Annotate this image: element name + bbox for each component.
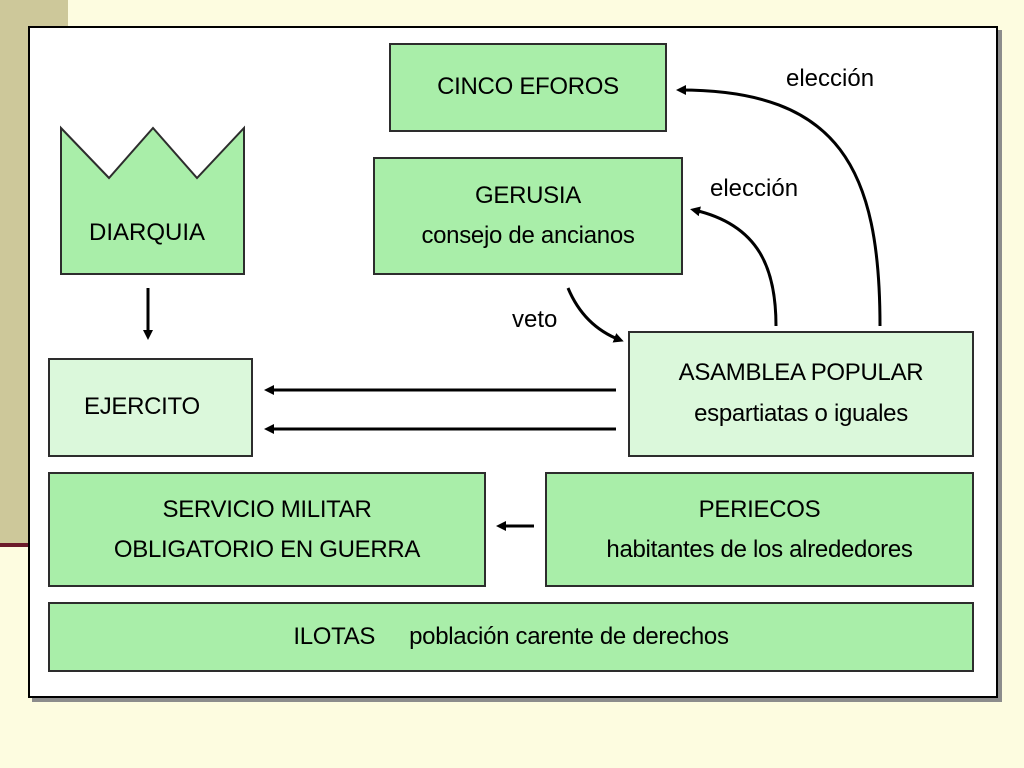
eleccion-label-mid: elección xyxy=(710,175,799,202)
side-accent-line xyxy=(0,543,50,547)
eleccion-label-top: elección xyxy=(786,65,875,92)
veto-label: veto xyxy=(512,306,558,333)
diarquia-label: DIARQUIA xyxy=(89,219,206,246)
box-cinco-eforos: CINCO EFOROS xyxy=(389,43,667,132)
periecos-subtitle: habitantes de los alrededores xyxy=(606,535,913,563)
box-ejercito: EJERCITO xyxy=(48,358,253,457)
asamblea-subtitle: espartiatas o iguales xyxy=(694,400,908,427)
ejercito-label: EJERCITO xyxy=(84,393,200,421)
box-ilotas: ILOTAS población carente de derechos xyxy=(48,602,974,672)
arrow-eleccion-eforos xyxy=(676,85,882,327)
gerusia-title: GERUSIA xyxy=(475,182,581,210)
cinco-eforos-label: CINCO EFOROS xyxy=(437,73,619,101)
arrow-veto xyxy=(566,287,624,343)
box-gerusia: GERUSIA consejo de ancianos xyxy=(373,157,683,275)
ilotas-description: población carente de derechos xyxy=(409,622,729,650)
servicio-line1: SERVICIO MILITAR xyxy=(162,495,372,523)
ilotas-name: ILOTAS xyxy=(293,622,376,650)
arrow-eleccion-gerusia xyxy=(690,206,778,327)
periecos-title: PERIECOS xyxy=(698,495,821,523)
box-periecos: PERIECOS habitantes de los alrededores xyxy=(545,472,974,587)
gerusia-subtitle: consejo de ancianos xyxy=(421,222,635,249)
asamblea-title: ASAMBLEA POPULAR xyxy=(678,359,924,387)
box-servicio-militar: SERVICIO MILITAR OBLIGATORIO EN GUERRA xyxy=(48,472,486,587)
servicio-line2: OBLIGATORIO EN GUERRA xyxy=(113,535,421,563)
box-asamblea-popular: ASAMBLEA POPULAR espartiatas o iguales xyxy=(628,331,974,457)
crown-shape xyxy=(60,125,245,275)
